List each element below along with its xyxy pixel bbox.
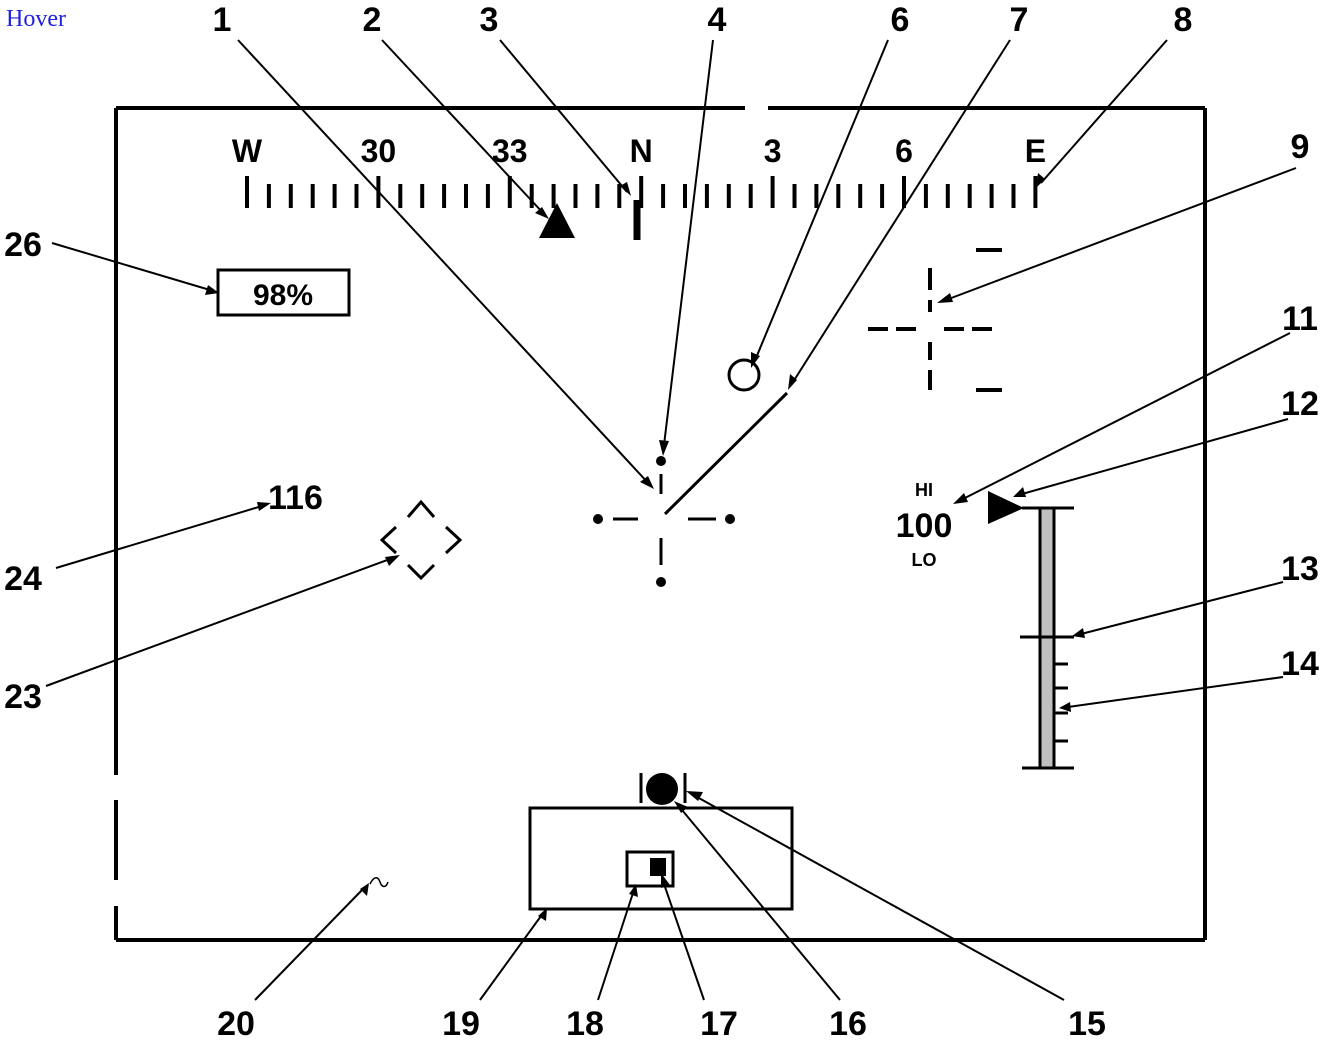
callout-7: 7: [1010, 1, 1029, 39]
callout-2: 2: [363, 1, 382, 39]
hover-status-window: [528, 806, 794, 911]
heading-tape-labels: W 30 33 N 3 6 E: [232, 133, 1046, 169]
trim-ball: [646, 773, 678, 805]
callout-3: 3: [480, 1, 499, 39]
command-heading-box: [625, 850, 675, 888]
callout-8: 8: [1174, 1, 1193, 39]
radar-altitude-scale: [988, 491, 1074, 770]
hover-position-box: [379, 499, 463, 581]
trim-indicator: [639, 773, 687, 805]
heading-label: 33: [492, 133, 528, 169]
callout-numbers: 1 2 3 4 6 7 8 9 11 12 13 14 15 16 17 18 …: [4, 1, 1319, 1041]
callout-11: 11: [1282, 300, 1318, 338]
heading-label: E: [1025, 133, 1046, 169]
callout-14: 14: [1281, 645, 1319, 683]
callout-12: 12: [1281, 385, 1319, 423]
radar-alt-lo-label: LO: [912, 550, 937, 570]
velocity-vector: [663, 391, 789, 516]
callout-18: 18: [566, 1005, 604, 1041]
heading-label: 3: [764, 133, 782, 169]
command-heading-marker: [650, 858, 666, 876]
bearing-pointer: [539, 203, 575, 238]
callout-15: 15: [1068, 1005, 1106, 1041]
callout-16: 16: [829, 1005, 867, 1041]
callout-13: 13: [1281, 550, 1319, 588]
los-reticle: [613, 474, 716, 565]
torque-readout: 98%: [253, 279, 313, 312]
callout-19: 19: [442, 1005, 480, 1041]
callout-20: 20: [217, 1005, 255, 1041]
heading-label: W: [232, 133, 263, 169]
reticle-dots: [593, 456, 735, 587]
callout-4: 4: [708, 1, 727, 39]
callout-23: 23: [4, 678, 42, 716]
heading-label: N: [630, 133, 653, 169]
radar-alt-hi-label: HI: [915, 480, 933, 500]
leader-lines: [45, 39, 1297, 1001]
display-area-marker: [369, 877, 389, 888]
cued-los-dot-crosshair: [868, 248, 1002, 392]
heading-tape-ticks: [245, 176, 1038, 208]
heading-scale: W 30 33 N 3 6 E: [232, 133, 1046, 208]
callout-9: 9: [1291, 128, 1310, 166]
callout-24: 24: [4, 560, 42, 598]
heading-label: 6: [895, 133, 913, 169]
display-border: [114, 106, 1207, 942]
radar-alt-readout: 100: [896, 507, 953, 545]
leader-arrowheads: [205, 173, 1085, 921]
callout-17: 17: [700, 1005, 738, 1041]
heading-label: 30: [361, 133, 397, 169]
cued-los-reticle: [727, 358, 761, 392]
callout-26: 26: [4, 226, 42, 264]
vertical-speed-pointer: [988, 491, 1024, 524]
title: Hover: [6, 6, 66, 32]
callout-6: 6: [891, 1, 910, 39]
callout-1: 1: [213, 1, 232, 39]
airspeed-readout: 116: [268, 479, 323, 517]
